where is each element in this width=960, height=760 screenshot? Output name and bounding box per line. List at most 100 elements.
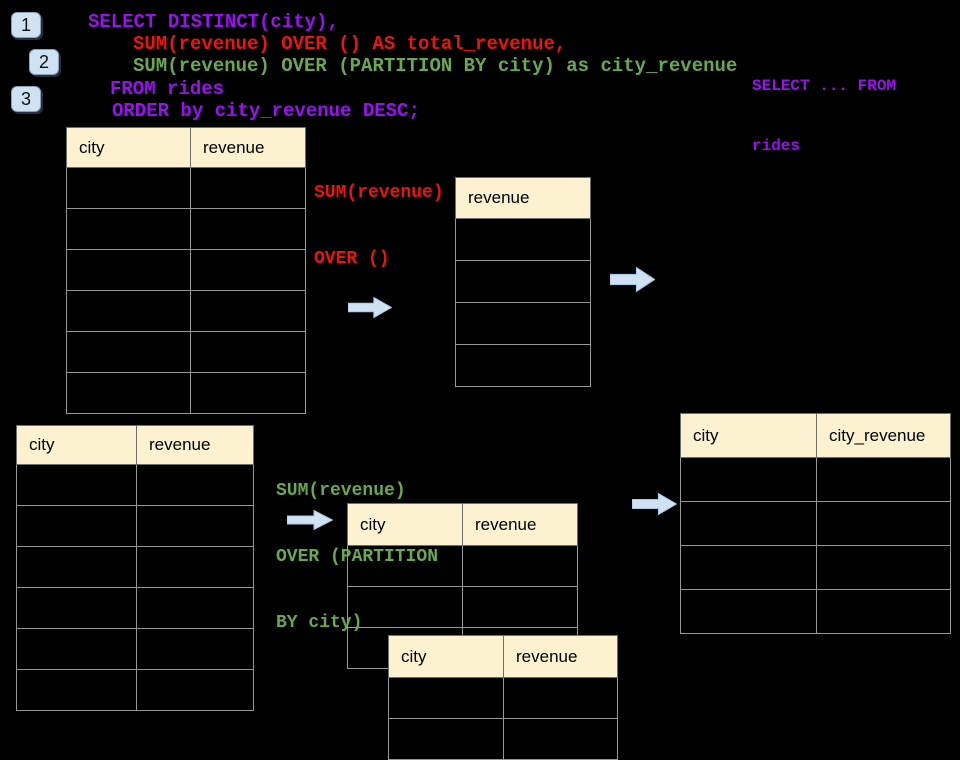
empty-cell bbox=[136, 587, 254, 629]
column-header-city: city bbox=[680, 413, 817, 458]
empty-cell bbox=[190, 372, 306, 414]
empty-cell bbox=[136, 505, 254, 547]
column-header-revenue: revenue bbox=[136, 425, 254, 465]
table-row bbox=[16, 464, 254, 506]
side-note-line-1: SELECT ... FROM bbox=[752, 77, 897, 95]
table-row bbox=[16, 546, 254, 588]
label-sum-over-line-1: SUM(revenue) bbox=[314, 183, 444, 203]
empty-cell bbox=[190, 208, 306, 250]
side-note-select-from: SELECT ... FROM rides bbox=[752, 36, 896, 176]
empty-cell bbox=[16, 505, 137, 547]
empty-cell bbox=[680, 501, 817, 546]
empty-cell bbox=[16, 587, 137, 629]
column-header-revenue: revenue bbox=[190, 127, 306, 168]
sql-line-order: ORDER by city_revenue DESC; bbox=[112, 100, 420, 122]
step-badge-2: 2 bbox=[29, 49, 59, 75]
step-badge-1: 1 bbox=[11, 12, 41, 38]
table-row bbox=[16, 505, 254, 547]
table-row bbox=[347, 545, 578, 587]
empty-cell bbox=[136, 669, 254, 711]
column-header-city: city bbox=[388, 635, 504, 678]
empty-cell bbox=[347, 586, 463, 628]
table-row bbox=[16, 628, 254, 670]
column-header-city_revenue: city_revenue bbox=[816, 413, 951, 458]
table-row bbox=[66, 249, 306, 291]
empty-cell bbox=[136, 464, 254, 506]
arrow-right-icon bbox=[286, 509, 334, 531]
table-row bbox=[66, 208, 306, 250]
slide-canvas: { "colors": { "background": "#000000", "… bbox=[11, 11, 951, 760]
sql-line-from: FROM rides bbox=[110, 78, 225, 100]
empty-cell bbox=[455, 260, 591, 303]
empty-cell bbox=[455, 344, 591, 387]
empty-cell bbox=[816, 501, 951, 546]
table-row bbox=[16, 587, 254, 629]
empty-cell bbox=[66, 331, 191, 373]
table-row bbox=[388, 677, 618, 719]
table-row bbox=[388, 718, 618, 760]
empty-cell bbox=[347, 545, 463, 587]
table-total-revenue: revenue bbox=[455, 177, 591, 387]
empty-cell bbox=[680, 457, 817, 502]
empty-cell bbox=[16, 628, 137, 670]
column-header-revenue: revenue bbox=[503, 635, 618, 678]
label-sum-over: SUM(revenue) OVER () bbox=[314, 138, 444, 292]
column-header-revenue: revenue bbox=[455, 177, 591, 219]
table-row bbox=[66, 167, 306, 209]
empty-cell bbox=[190, 167, 306, 209]
table-row bbox=[455, 260, 591, 303]
empty-cell bbox=[66, 372, 191, 414]
arrow-right-icon bbox=[609, 266, 656, 293]
table-row bbox=[680, 545, 951, 590]
empty-cell bbox=[503, 677, 618, 719]
empty-cell bbox=[388, 677, 504, 719]
step-badge-3: 3 bbox=[11, 86, 41, 112]
column-header-city: city bbox=[16, 425, 137, 465]
empty-cell bbox=[16, 669, 137, 711]
empty-cell bbox=[816, 545, 951, 590]
empty-cell bbox=[66, 208, 191, 250]
empty-cell bbox=[503, 718, 618, 760]
table-row bbox=[16, 669, 254, 711]
column-header-city: city bbox=[66, 127, 191, 168]
empty-cell bbox=[816, 457, 951, 502]
sql-line-city-revenue: SUM(revenue) OVER (PARTITION BY city) as… bbox=[133, 55, 738, 77]
arrow-right-icon bbox=[631, 492, 678, 516]
empty-cell bbox=[136, 546, 254, 588]
table-row bbox=[455, 302, 591, 345]
table-row bbox=[680, 589, 951, 634]
empty-cell bbox=[136, 628, 254, 670]
empty-cell bbox=[462, 586, 578, 628]
empty-cell bbox=[680, 545, 817, 590]
empty-cell bbox=[462, 545, 578, 587]
empty-cell bbox=[190, 290, 306, 332]
table-row bbox=[66, 372, 306, 414]
table-row bbox=[455, 344, 591, 387]
side-note-line-2: rides bbox=[752, 137, 801, 155]
empty-cell bbox=[190, 249, 306, 291]
empty-cell bbox=[455, 218, 591, 261]
sql-line-total-revenue: SUM(revenue) OVER () AS total_revenue, bbox=[133, 33, 567, 55]
label-sum-over-line-2: OVER () bbox=[314, 249, 390, 269]
empty-cell bbox=[680, 589, 817, 634]
empty-cell bbox=[66, 249, 191, 291]
empty-cell bbox=[16, 464, 137, 506]
arrow-right-icon bbox=[347, 296, 393, 319]
label-sum-partition-line-1: SUM(revenue) bbox=[276, 481, 406, 501]
empty-cell bbox=[66, 290, 191, 332]
column-header-city: city bbox=[347, 503, 463, 546]
column-header-revenue: revenue bbox=[462, 503, 578, 546]
empty-cell bbox=[16, 546, 137, 588]
table-row bbox=[347, 586, 578, 628]
empty-cell bbox=[455, 302, 591, 345]
empty-cell bbox=[816, 589, 951, 634]
